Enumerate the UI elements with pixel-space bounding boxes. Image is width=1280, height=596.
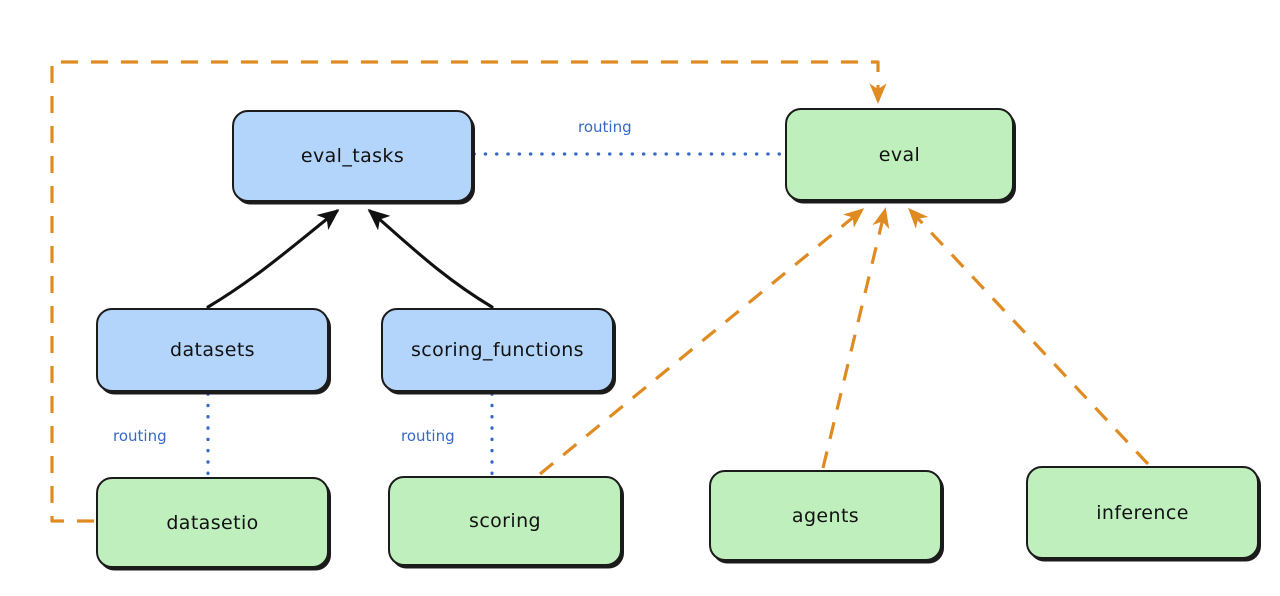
node-scoring-functions[interactable]: scoring_functions [381, 308, 614, 392]
node-datasets[interactable]: datasets [96, 308, 329, 392]
node-label: agents [791, 504, 860, 527]
node-inference[interactable]: inference [1026, 466, 1259, 559]
node-datasetio[interactable]: datasetio [96, 477, 329, 568]
node-agents[interactable]: agents [709, 470, 942, 561]
edge-label-routing-scoring-functions-scoring: routing [401, 427, 455, 445]
node-label: scoring [469, 510, 541, 532]
node-label: datasets [170, 339, 255, 361]
edge-label-routing-datasets-datasetio: routing [113, 427, 167, 445]
node-eval[interactable]: eval [785, 108, 1014, 201]
node-label: eval_tasks [300, 145, 405, 167]
node-label: eval [878, 143, 921, 166]
edge-datasets-to-eval_tasks [206, 209, 340, 309]
node-label: datasetio [166, 511, 259, 534]
edge-scoring-to-eval [538, 208, 865, 476]
edge-inference-to-eval [908, 207, 1150, 466]
edge-label-routing-eval-tasks-eval: routing [578, 118, 632, 136]
edge-scoring_functions-to-eval_tasks [367, 209, 494, 309]
node-label: inference [1096, 501, 1189, 524]
node-eval-tasks[interactable]: eval_tasks [232, 110, 473, 202]
edge-agents-to-eval [821, 207, 890, 469]
node-scoring[interactable]: scoring [388, 476, 622, 566]
node-label: scoring_functions [411, 339, 584, 361]
